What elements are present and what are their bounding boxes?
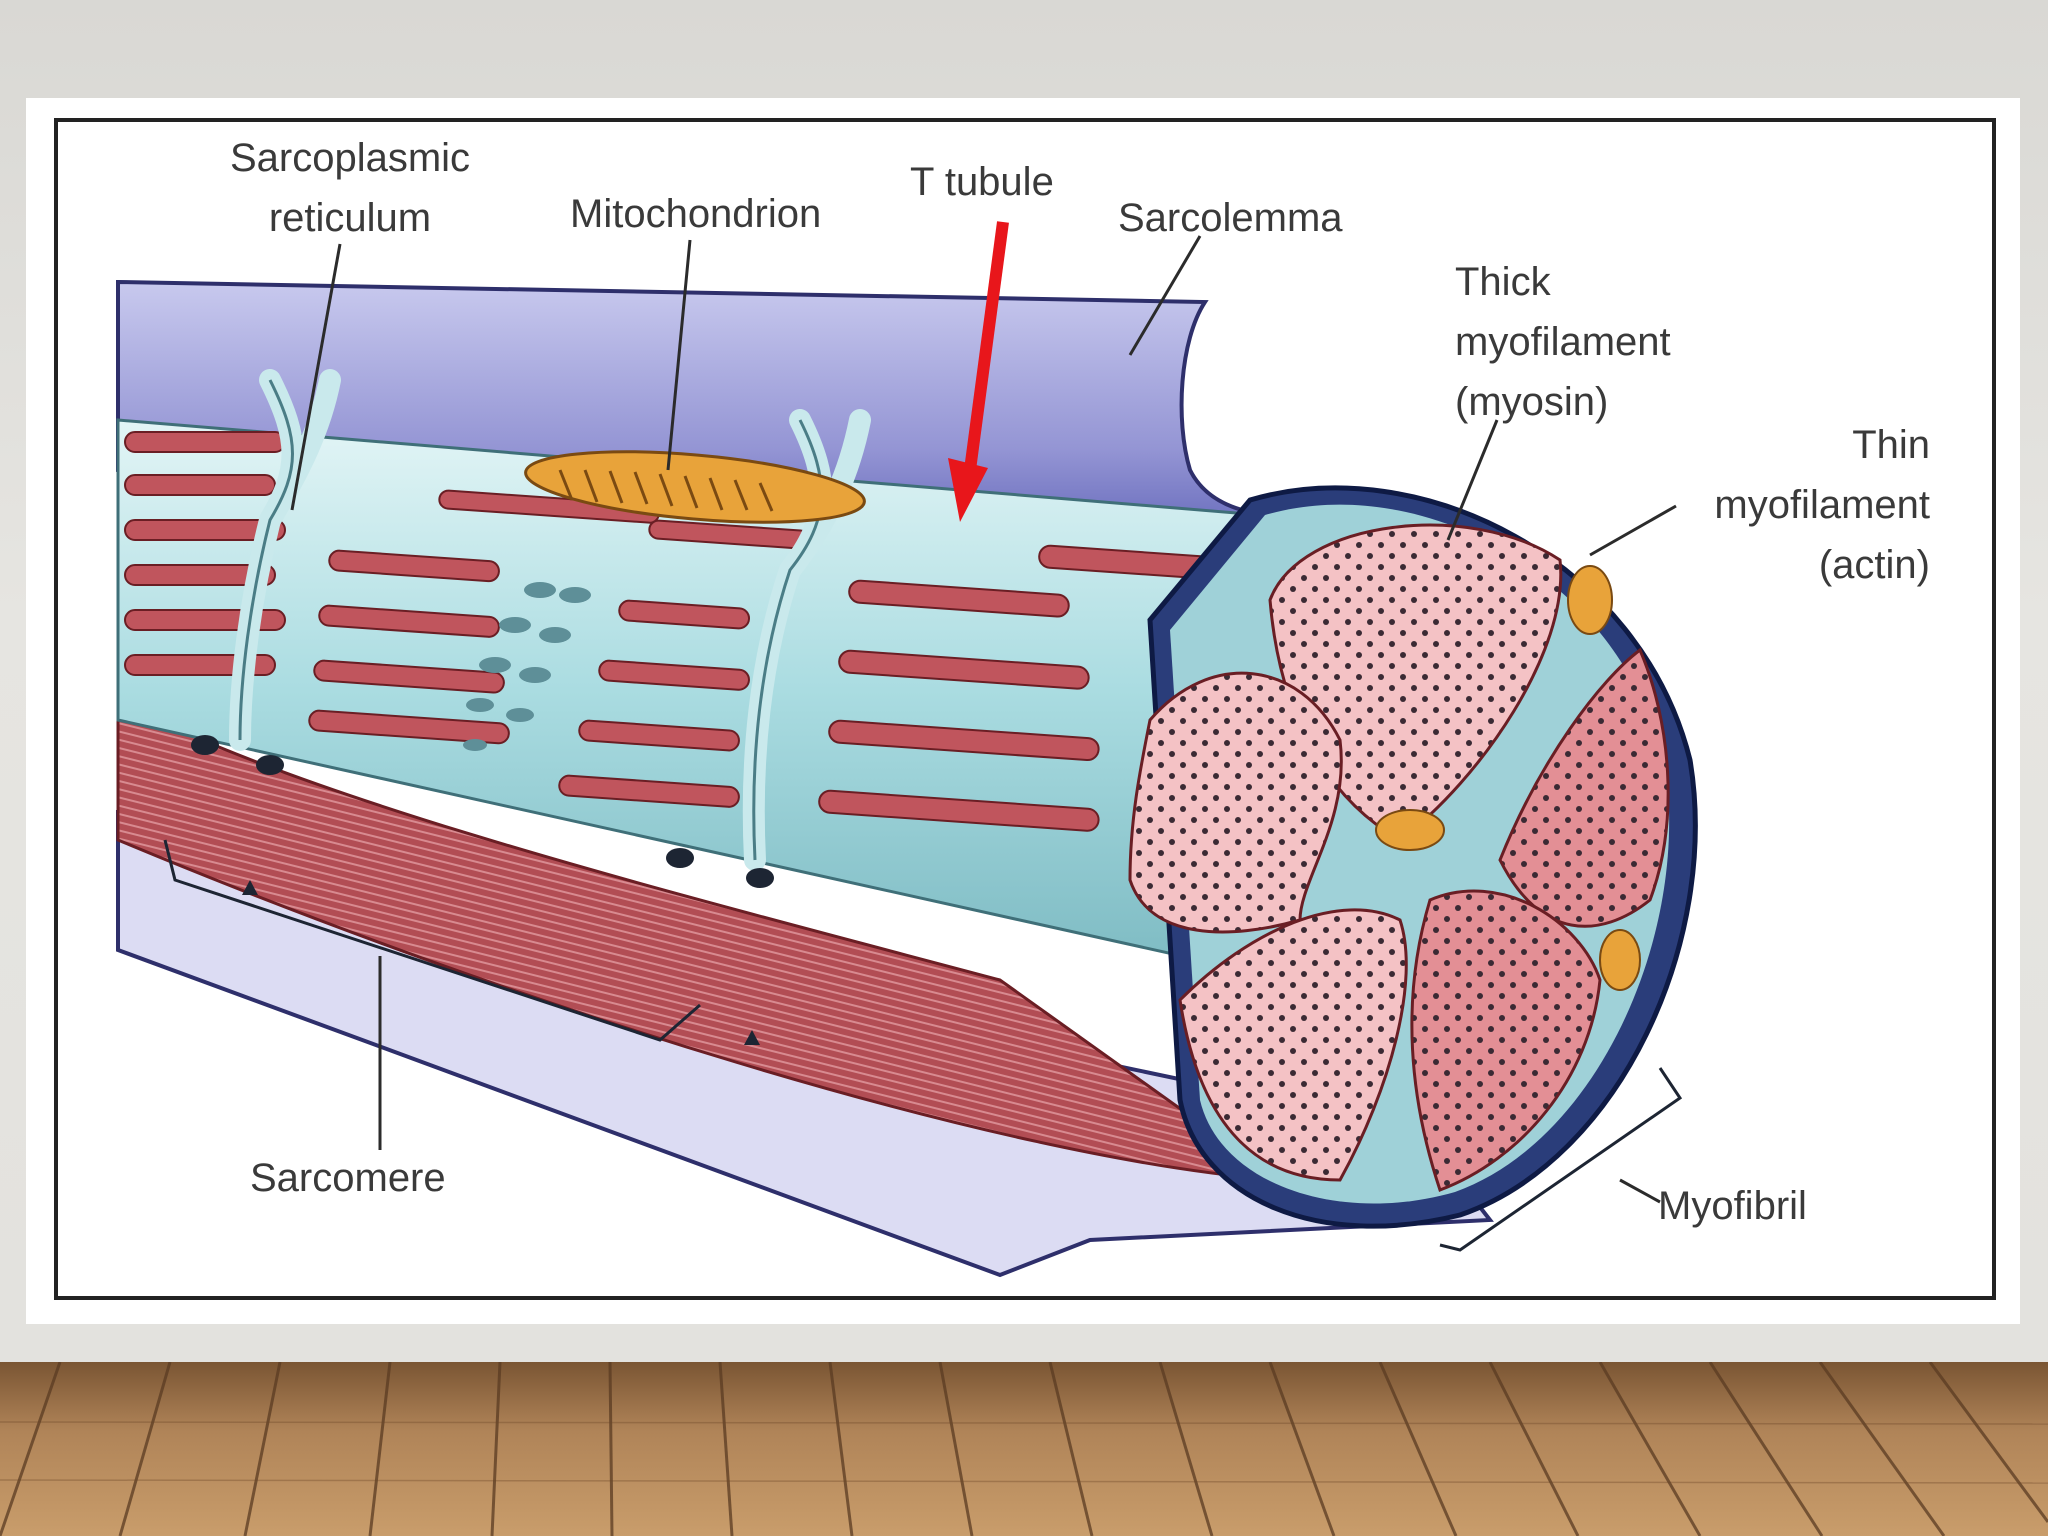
t-tubule-arrow	[948, 221, 1009, 522]
label-sarcolemma: Sarcolemma	[1118, 196, 1343, 240]
myofibril-cross-section	[1128, 485, 1698, 1229]
mitochondrion-shape	[524, 450, 866, 524]
label-mitochondrion: Mitochondrion	[570, 192, 822, 236]
leader-lines	[290, 235, 1677, 1204]
label-sarcomere: Sarcomere	[250, 1156, 446, 1200]
sheet-markers	[242, 880, 760, 1045]
label-thin-myofilament: Thin myofilament (actin)	[1714, 423, 1930, 587]
reticulum-fenestrations	[463, 582, 591, 751]
myofibril-bracket	[1439, 1067, 1683, 1252]
sarcomere-bracket	[163, 839, 701, 1042]
wooden-floor	[0, 1362, 2048, 1536]
label-myofibril: Myofibril	[1658, 1184, 1807, 1228]
label-thick-myofilament: Thick myofilament (myosin)	[1455, 260, 1671, 424]
label-t-tubule: T tubule	[910, 160, 1054, 204]
tubule-openings	[191, 735, 774, 888]
label-sarcoplasmic-reticulum: Sarcoplasmic reticulum	[229, 136, 471, 240]
